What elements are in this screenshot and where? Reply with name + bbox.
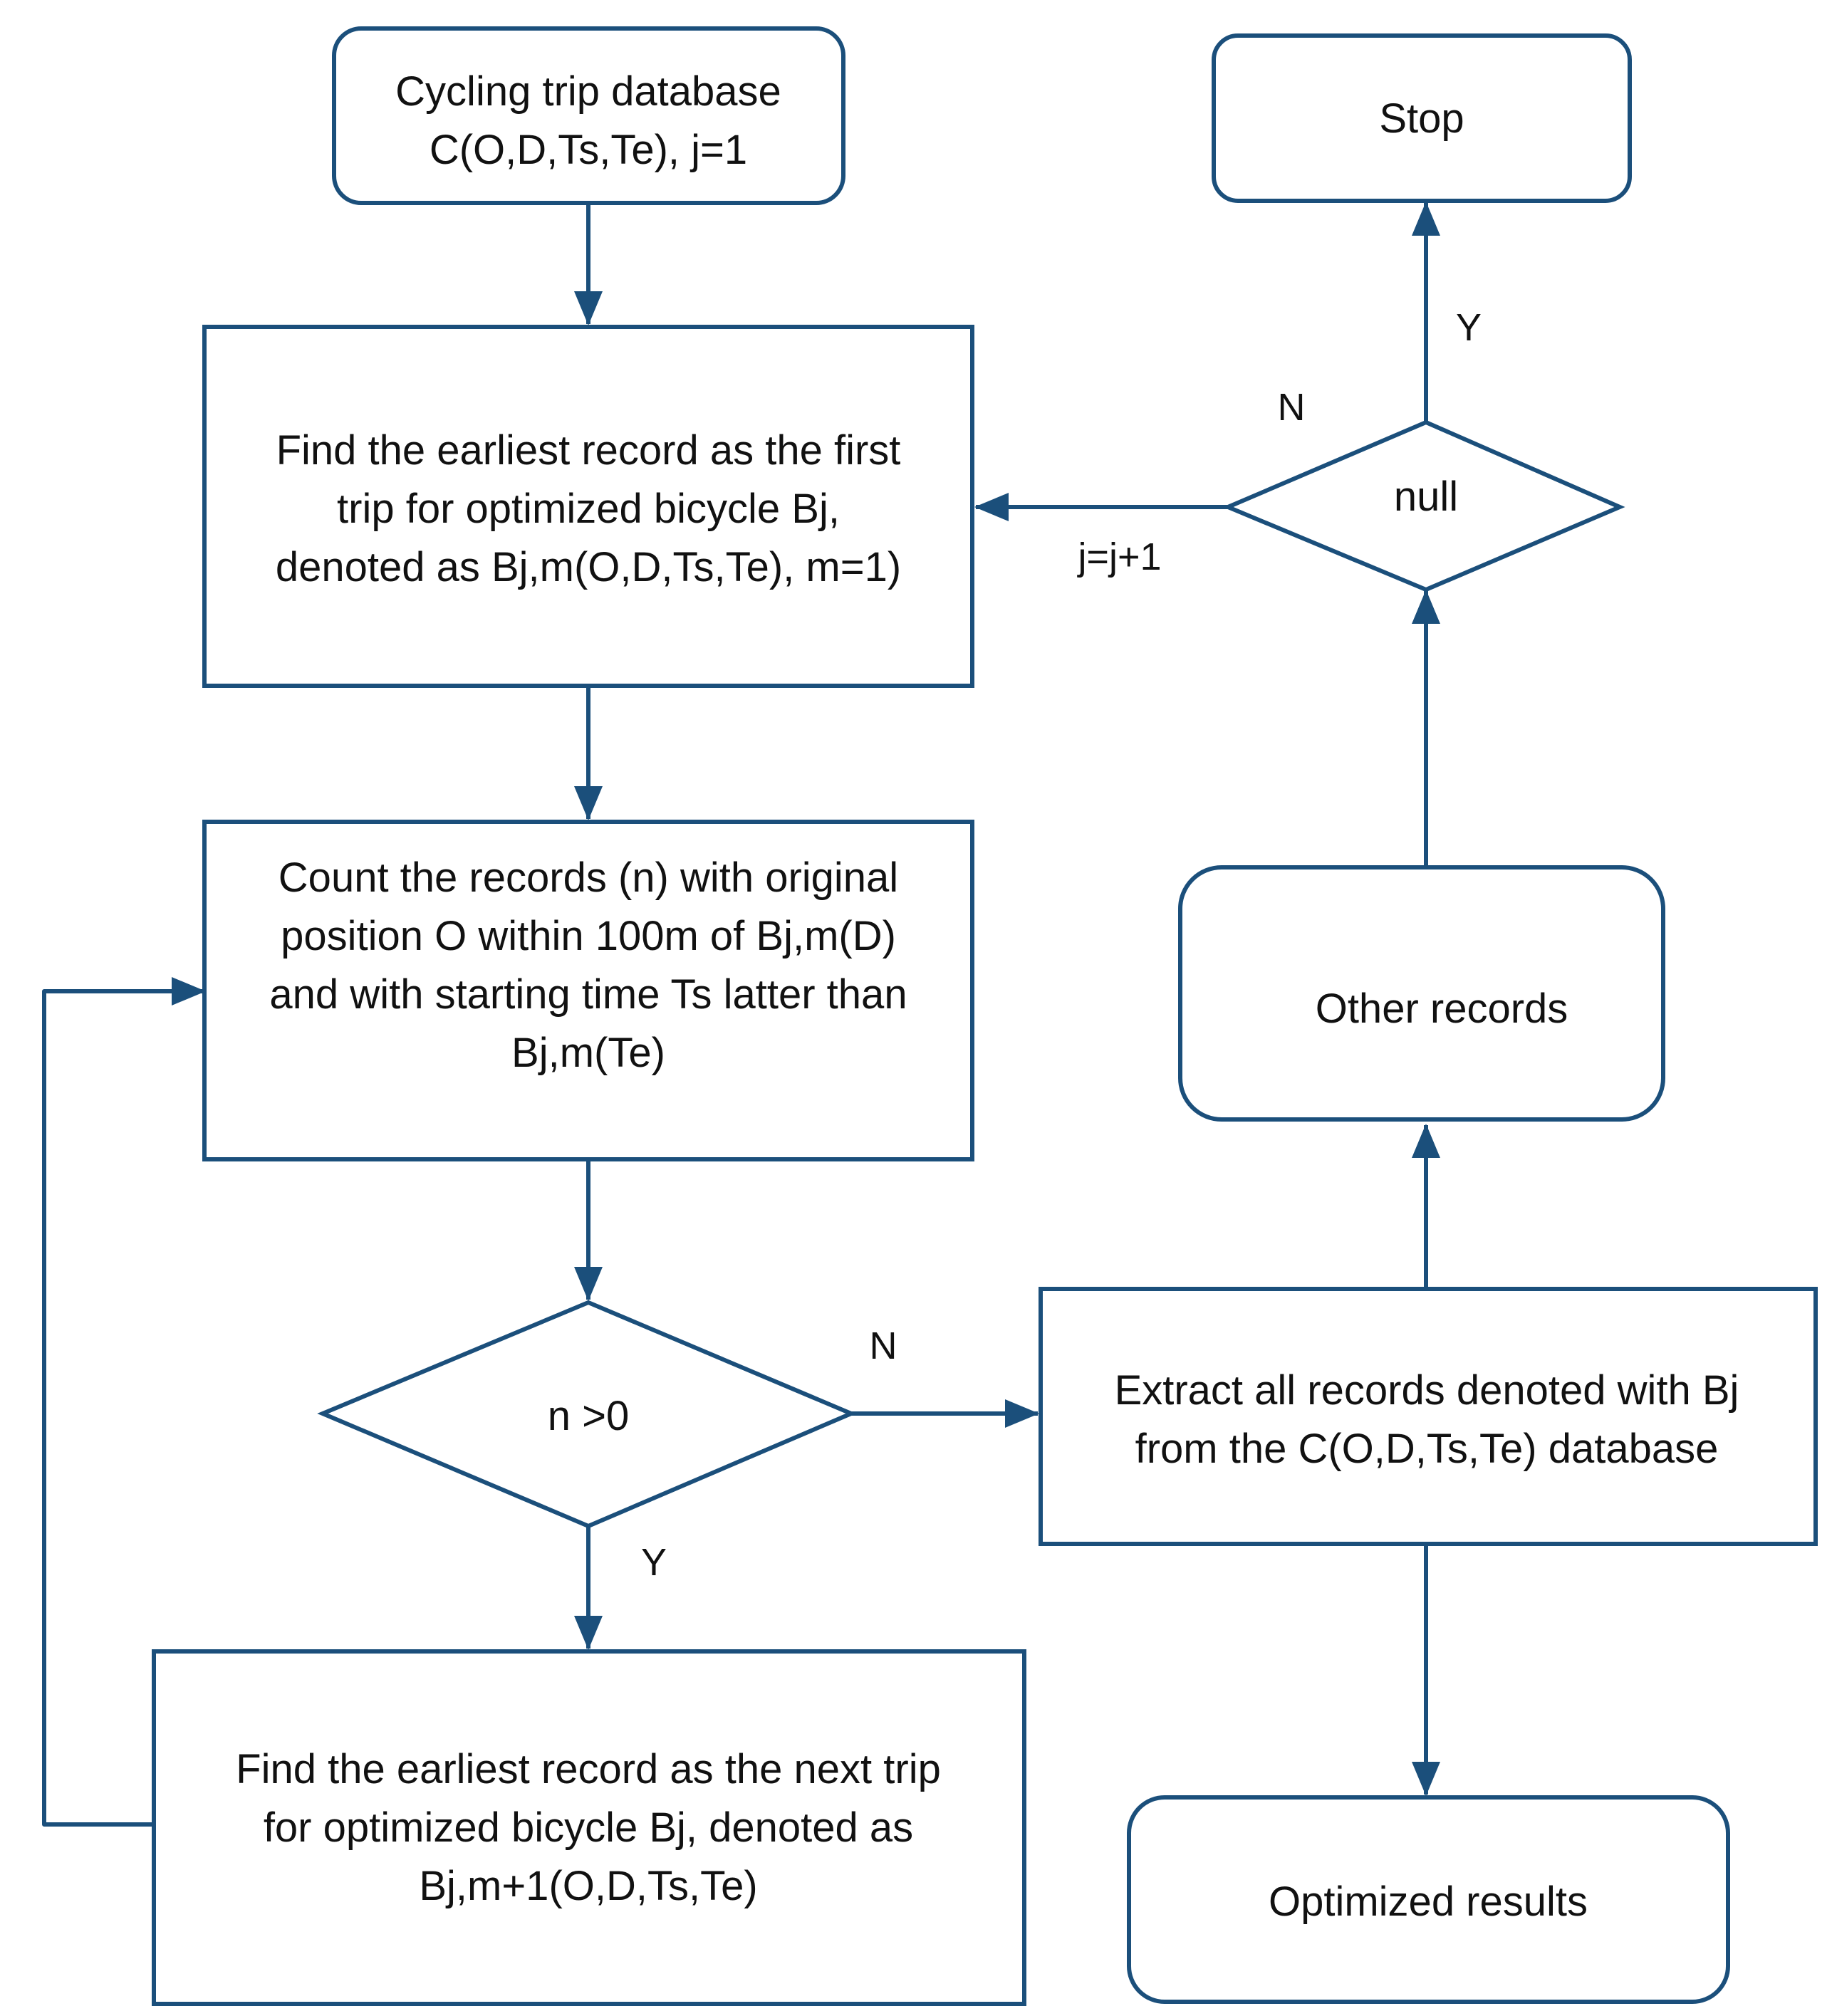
find-next-line-2: for optimized bicycle Bj, denoted as [264, 1805, 913, 1851]
arrow-find-next-loop-to-count [42, 977, 206, 1827]
edge-label-n-yes: Y [641, 1541, 667, 1584]
edge-label-increment: j=j+1 [1076, 536, 1161, 578]
start-node [332, 26, 845, 205]
find-first-line-3: denoted as Bj,m(O,D,Ts,Te), m=1) [276, 544, 901, 590]
start-node-line-2: C(O,D,Ts,Te), j=1 [430, 127, 747, 173]
edge-label-n-no: N [870, 1325, 897, 1367]
find-next-line-3: Bj,m+1(O,D,Ts,Te) [419, 1863, 757, 1909]
find-next-trip-node [152, 1649, 1026, 2006]
count-line-3: and with starting time Ts latter than [269, 971, 907, 1018]
stop-label: Stop [1379, 95, 1464, 142]
edge-label-null-no: N [1278, 386, 1306, 429]
other-records-node [1178, 865, 1665, 1122]
find-next-line-1: Find the earliest record as the next tri… [236, 1746, 941, 1792]
count-line-1: Count the records (n) with original [279, 855, 898, 901]
find-first-trip-node [202, 325, 974, 688]
count-records-node [202, 820, 974, 1161]
find-first-line-1: Find the earliest record as the first [276, 427, 901, 474]
stop-node [1212, 33, 1632, 203]
decision-n-node [317, 1300, 857, 1529]
start-node-line-1: Cycling trip database [395, 68, 781, 115]
decision-null-node [1222, 419, 1625, 592]
extract-line-1: Extract all records denoted with Bj [1115, 1367, 1739, 1414]
find-first-line-2: trip for optimized bicycle Bj, [337, 486, 840, 532]
optimized-results-node [1127, 1795, 1730, 2004]
count-line-2: position O within 100m of Bj,m(D) [281, 913, 896, 959]
edge-label-null-yes: Y [1456, 306, 1482, 349]
decision-n-label: n >0 [548, 1393, 630, 1439]
other-records-label: Other records [1316, 986, 1568, 1032]
optimized-results-label: Optimized results [1269, 1879, 1588, 1925]
decision-null-label: null [1394, 474, 1458, 520]
extract-records-node [1039, 1287, 1818, 1546]
count-line-4: Bj,m(Te) [511, 1030, 665, 1076]
extract-line-2: from the C(O,D,Ts,Te) database [1135, 1426, 1719, 1472]
